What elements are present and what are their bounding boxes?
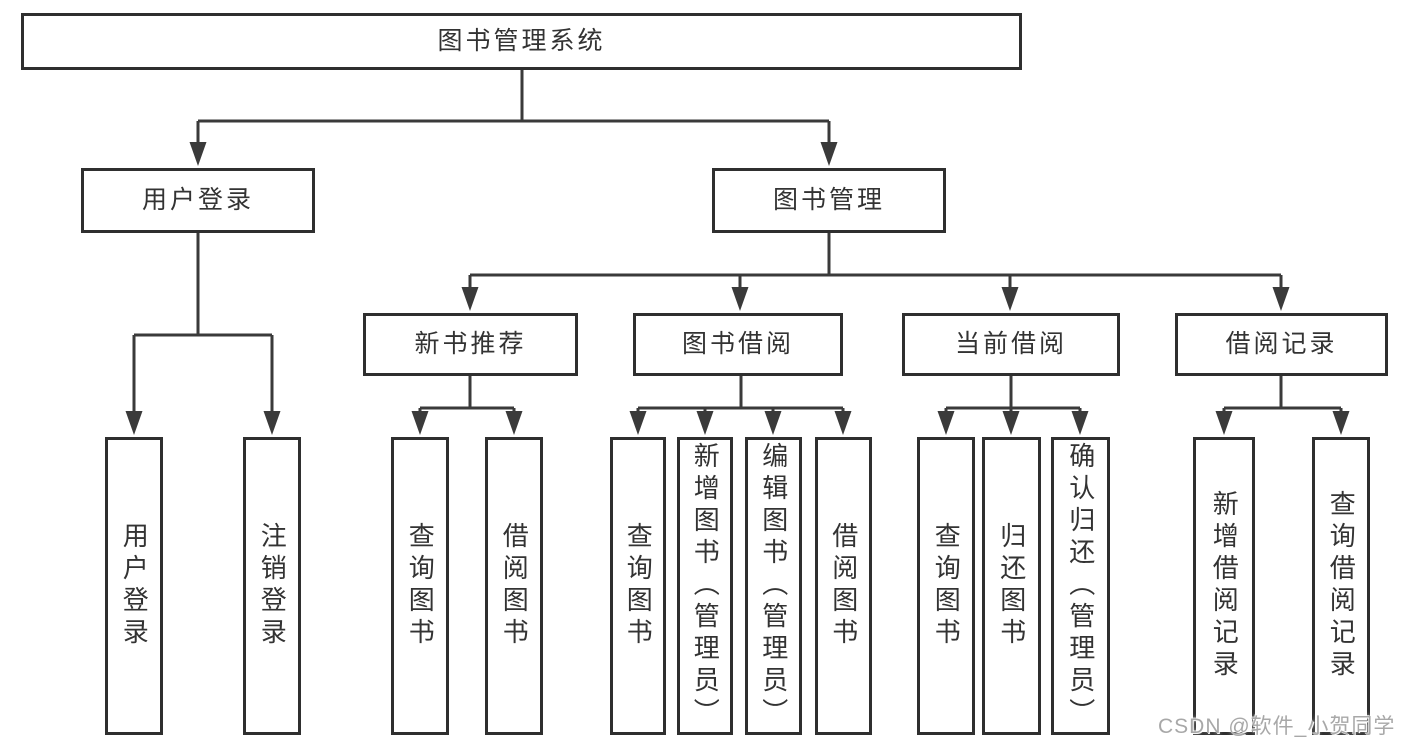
- arrowheads: [125, 142, 1350, 435]
- leaf-label: 用户登录: [119, 522, 150, 650]
- node-current-borrow: 当前借阅: [902, 313, 1120, 376]
- node-label: 当前借阅: [954, 330, 1067, 358]
- leaf-query-borrow-record: 查询借阅记录: [1312, 437, 1370, 735]
- node-book-borrow: 图书借阅: [633, 313, 843, 376]
- leaf-query-books-borrow: 查询图书: [610, 437, 666, 735]
- leaf-query-books-recommend: 查询图书: [391, 437, 449, 735]
- node-book-management: 图书管理: [712, 168, 946, 233]
- leaf-query-books-current: 查询图书: [917, 437, 975, 735]
- leaf-label: 编辑图书（管理员）: [758, 442, 789, 730]
- leaf-borrow-books: 借阅图书: [815, 437, 872, 735]
- csdn-watermark: CSDN @软件_小贺同学: [1158, 715, 1396, 738]
- leaf-add-borrow-record: 新增借阅记录: [1193, 437, 1255, 735]
- leaf-label: 新增图书（管理员）: [690, 442, 721, 730]
- node-label: 图书借阅: [681, 330, 794, 358]
- leaf-label: 新增借阅记录: [1209, 490, 1240, 682]
- node-borrow-records: 借阅记录: [1175, 313, 1388, 376]
- leaf-add-book-admin: 新增图书（管理员）: [677, 437, 733, 735]
- leaf-label: 确认归还（管理员）: [1065, 442, 1096, 730]
- leaf-label: 查询图书: [623, 522, 654, 650]
- leaf-label: 查询图书: [405, 522, 436, 650]
- node-label: 图书管理系统: [437, 27, 606, 55]
- node-label: 用户登录: [141, 186, 254, 214]
- leaf-label: 查询图书: [931, 522, 962, 650]
- leaf-label: 借阅图书: [499, 522, 530, 650]
- leaf-label: 注销登录: [257, 522, 288, 650]
- node-user-login: 用户登录: [81, 168, 315, 233]
- leaf-confirm-return-admin: 确认归还（管理员）: [1051, 437, 1110, 735]
- leaf-user-login: 用户登录: [105, 437, 163, 735]
- leaf-label: 归还图书: [996, 522, 1027, 650]
- node-label: 新书推荐: [414, 330, 527, 358]
- leaf-label: 查询借阅记录: [1326, 490, 1357, 682]
- node-label: 图书管理: [772, 186, 885, 214]
- node-library-management-system: 图书管理系统: [21, 13, 1022, 70]
- node-new-book-recommend: 新书推荐: [363, 313, 578, 376]
- leaf-borrow-books-recommend: 借阅图书: [485, 437, 543, 735]
- leaf-edit-book-admin: 编辑图书（管理员）: [745, 437, 802, 735]
- leaf-logout: 注销登录: [243, 437, 301, 735]
- leaf-return-books: 归还图书: [982, 437, 1041, 735]
- leaf-label: 借阅图书: [828, 522, 859, 650]
- node-label: 借阅记录: [1225, 330, 1338, 358]
